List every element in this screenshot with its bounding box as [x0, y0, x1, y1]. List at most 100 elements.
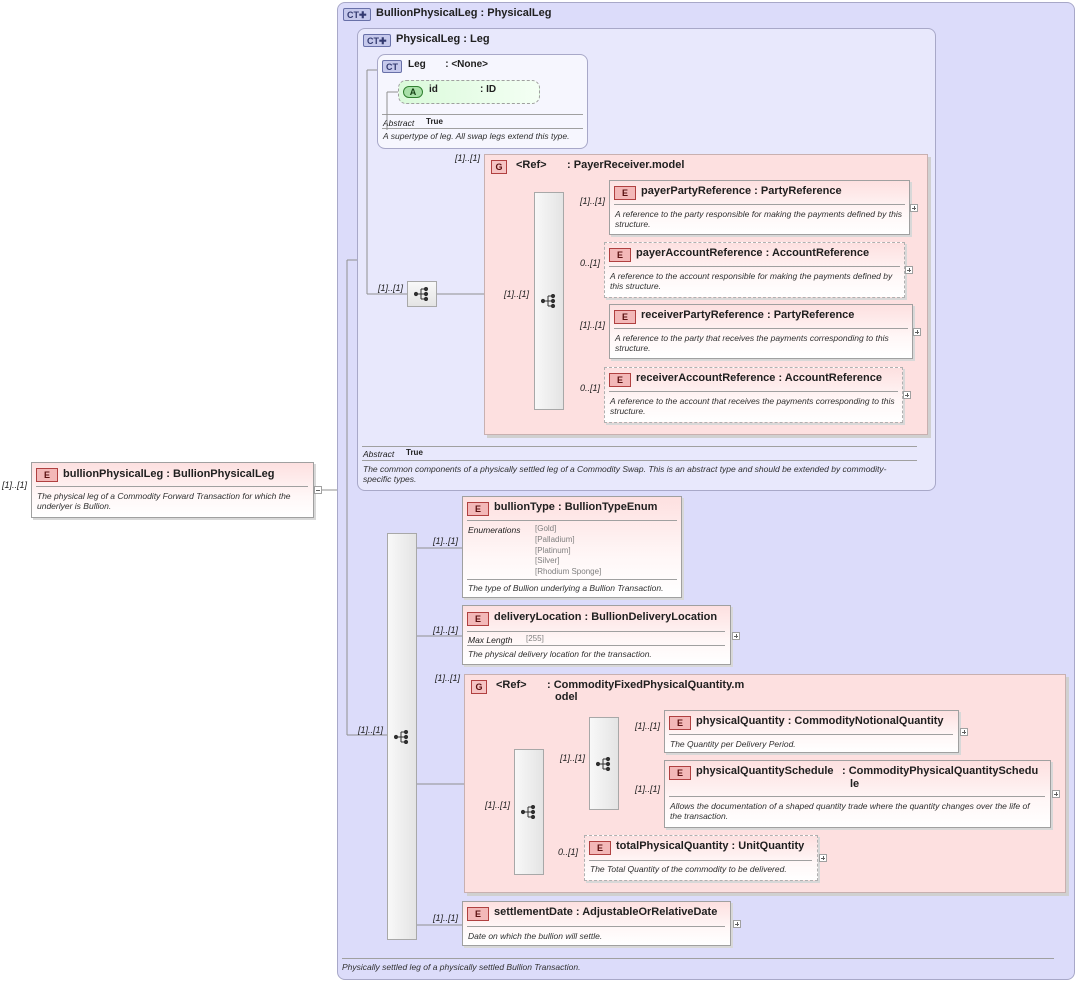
element-doc: The Quantity per Delivery Period. — [670, 739, 796, 749]
element-multiplicity: [1]..[1] — [433, 625, 459, 635]
element-type-line1: : CommodityPhysicalQuantitySchedu — [842, 765, 1039, 777]
element-title: totalPhysicalQuantity : UnitQuantity — [616, 840, 805, 852]
expand-icon[interactable] — [903, 391, 911, 399]
root-multiplicity: [1]..[1] — [2, 480, 28, 490]
physical-quantity-schedule-element[interactable] — [664, 760, 1051, 828]
divider — [614, 204, 905, 205]
delivery-location-element[interactable] — [462, 605, 731, 665]
element-badge: E — [614, 186, 636, 200]
element-multiplicity: 0..[1] — [558, 847, 579, 857]
element-badge: E — [669, 766, 691, 780]
quantity-sequence-bar[interactable] — [514, 749, 544, 875]
physical-quantity-element[interactable] — [664, 710, 959, 753]
enum-value: [Platinum] — [535, 545, 571, 555]
total-physical-quantity-element[interactable] — [584, 835, 818, 881]
group-type-line1: : CommodityFixedPhysicalQuantity.m — [547, 679, 745, 691]
element-badge: E — [669, 716, 691, 730]
divider — [382, 128, 583, 129]
element-doc: Date on which the bullion will settle. — [468, 931, 603, 941]
receiver-party-reference-element[interactable] — [609, 304, 913, 359]
expand-icon[interactable] — [1052, 790, 1060, 798]
payer-party-reference-element[interactable] — [609, 180, 910, 235]
element-badge: E — [467, 612, 489, 626]
element-type-line2: le — [850, 778, 860, 790]
divider — [362, 446, 917, 447]
complex-type-badge: CT — [382, 60, 402, 73]
abstract-value: True — [406, 448, 423, 457]
element-multiplicity: [1]..[1] — [635, 784, 661, 794]
element-title: receiverAccountReference : AccountRefere… — [636, 372, 882, 384]
collapse-icon[interactable] — [314, 486, 322, 494]
group-ref: <Ref> — [496, 679, 527, 691]
complex-type-badge: CT✚ — [343, 8, 371, 21]
element-title: settlementDate : AdjustableOrRelativeDat… — [494, 906, 718, 918]
element-multiplicity: [1]..[1] — [635, 721, 661, 731]
element-title: payerAccountReference : AccountReference — [636, 247, 870, 259]
divider — [36, 486, 308, 487]
enum-value: [Gold] — [535, 524, 557, 533]
sequence-compositor-icon[interactable] — [407, 281, 437, 307]
receiver-account-reference-element[interactable] — [604, 367, 903, 423]
root-element-bullion-physical-leg[interactable] — [31, 462, 314, 518]
expand-icon[interactable] — [910, 204, 918, 212]
element-multiplicity: [1]..[1] — [580, 320, 606, 330]
element-multiplicity: 0..[1] — [580, 383, 601, 393]
root-element-doc: The physical leg of a Commodity Forward … — [37, 491, 291, 511]
element-multiplicity: [1]..[1] — [433, 536, 459, 546]
element-badge: E — [467, 907, 489, 921]
enumeration-values: [Gold] [Palladium] [Platinum] [Silver] [… — [535, 524, 601, 578]
element-doc: A reference to the account responsible f… — [610, 271, 893, 291]
expand-icon[interactable] — [913, 328, 921, 336]
element-title: physicalQuantitySchedule — [696, 765, 834, 777]
bullion-type-element[interactable] — [462, 496, 682, 598]
payer-sequence-bar[interactable] — [534, 192, 564, 410]
element-doc: A reference to the party responsible for… — [615, 209, 902, 229]
element-multiplicity: [1]..[1] — [580, 196, 606, 206]
group-multiplicity: [1]..[1] — [435, 673, 461, 683]
enum-value: [Silver] — [535, 556, 560, 566]
group-badge: G — [471, 680, 487, 694]
physical-ct-doc: The common components of a physically se… — [363, 464, 887, 484]
element-title: deliveryLocation : BullionDeliveryLocati… — [494, 611, 718, 623]
element-multiplicity: 0..[1] — [580, 258, 601, 268]
bullion-ct-doc: Physically settled leg of a physically s… — [342, 962, 581, 972]
element-doc: A reference to the account that receives… — [610, 396, 895, 416]
expand-icon[interactable] — [960, 728, 968, 736]
abstract-label: Abstract — [383, 118, 415, 128]
leg-ct-doc: A supertype of leg. All swap legs extend… — [383, 131, 570, 141]
element-badge: E — [36, 468, 58, 482]
divider — [669, 734, 953, 735]
element-doc: The type of Bullion underlying a Bullion… — [468, 583, 664, 593]
element-badge: E — [614, 310, 636, 324]
sequence-multiplicity: [1]..[1] — [378, 283, 404, 293]
settlement-date-element[interactable] — [462, 901, 731, 946]
divider — [589, 860, 812, 861]
element-doc: A reference to the party that receives t… — [615, 333, 889, 353]
leg-ct-title: Leg : <None> — [408, 59, 489, 70]
element-multiplicity: [1]..[1] — [433, 913, 459, 923]
group-type-line2: odel — [555, 691, 578, 703]
root-element-title: bullionPhysicalLeg : BullionPhysicalLeg — [63, 468, 275, 480]
divider — [609, 391, 898, 392]
main-sequence-bar[interactable] — [387, 533, 417, 940]
max-length-label: Max Length — [468, 635, 513, 645]
sequence-multiplicity: [1]..[1] — [504, 289, 530, 299]
quantity-choice-bar[interactable] — [589, 717, 619, 810]
divider — [362, 460, 917, 461]
expand-icon[interactable] — [732, 632, 740, 640]
group-ref: <Ref> — [516, 159, 547, 171]
physical-ct-title: PhysicalLeg : Leg — [396, 33, 490, 45]
enumerations-label: Enumerations — [468, 525, 521, 535]
expand-icon[interactable] — [905, 266, 913, 274]
divider — [342, 958, 1054, 959]
enum-value: [Rhodium Sponge] — [535, 567, 602, 577]
element-title: physicalQuantity : CommodityNotionalQuan… — [696, 715, 944, 727]
element-doc: Allows the documentation of a shaped qua… — [670, 801, 1030, 821]
expand-icon[interactable] — [733, 920, 741, 928]
enum-value: [Palladium] — [535, 534, 575, 544]
attribute-badge: A — [403, 86, 423, 98]
attribute-type: : ID — [480, 84, 497, 95]
payer-account-reference-element[interactable] — [604, 242, 905, 298]
element-doc: The Total Quantity of the commodity to b… — [590, 864, 787, 874]
expand-icon[interactable] — [819, 854, 827, 862]
